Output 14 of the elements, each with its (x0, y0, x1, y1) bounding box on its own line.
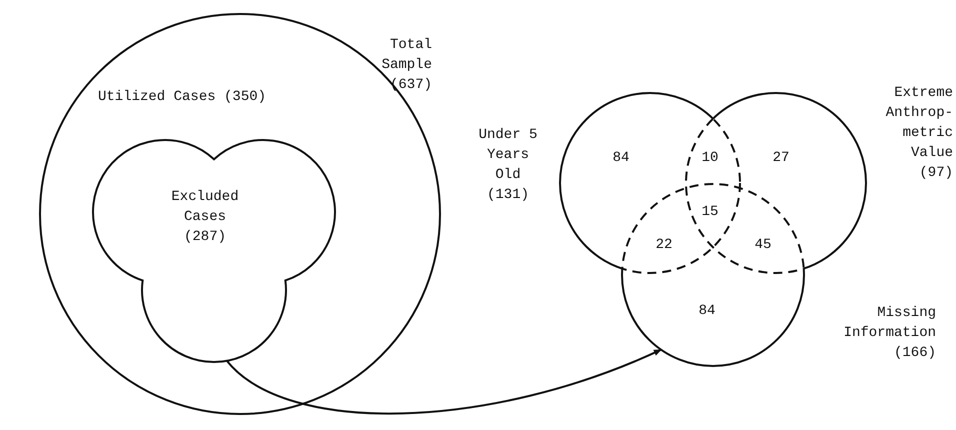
set-label: Under 5 Years Old (131) (478, 126, 538, 205)
set-label: Utilized Cases (350) (98, 88, 268, 107)
region-count: 84 (698, 303, 716, 319)
set-label: Missing Information (166) (842, 304, 936, 363)
curved-arrow (226, 348, 662, 414)
region-count: 15 (702, 204, 718, 220)
region-count: 84 (612, 150, 630, 166)
region-count: 10 (702, 150, 718, 166)
set-label: Total Sample (637) (380, 36, 432, 95)
region-count: 45 (754, 237, 772, 253)
set-label: Extreme Anthrop-metric Value (97) (884, 84, 953, 183)
region-count: 27 (772, 150, 790, 166)
region-count: 22 (656, 237, 672, 253)
set-label: Excluded Cases (287) (170, 188, 240, 247)
